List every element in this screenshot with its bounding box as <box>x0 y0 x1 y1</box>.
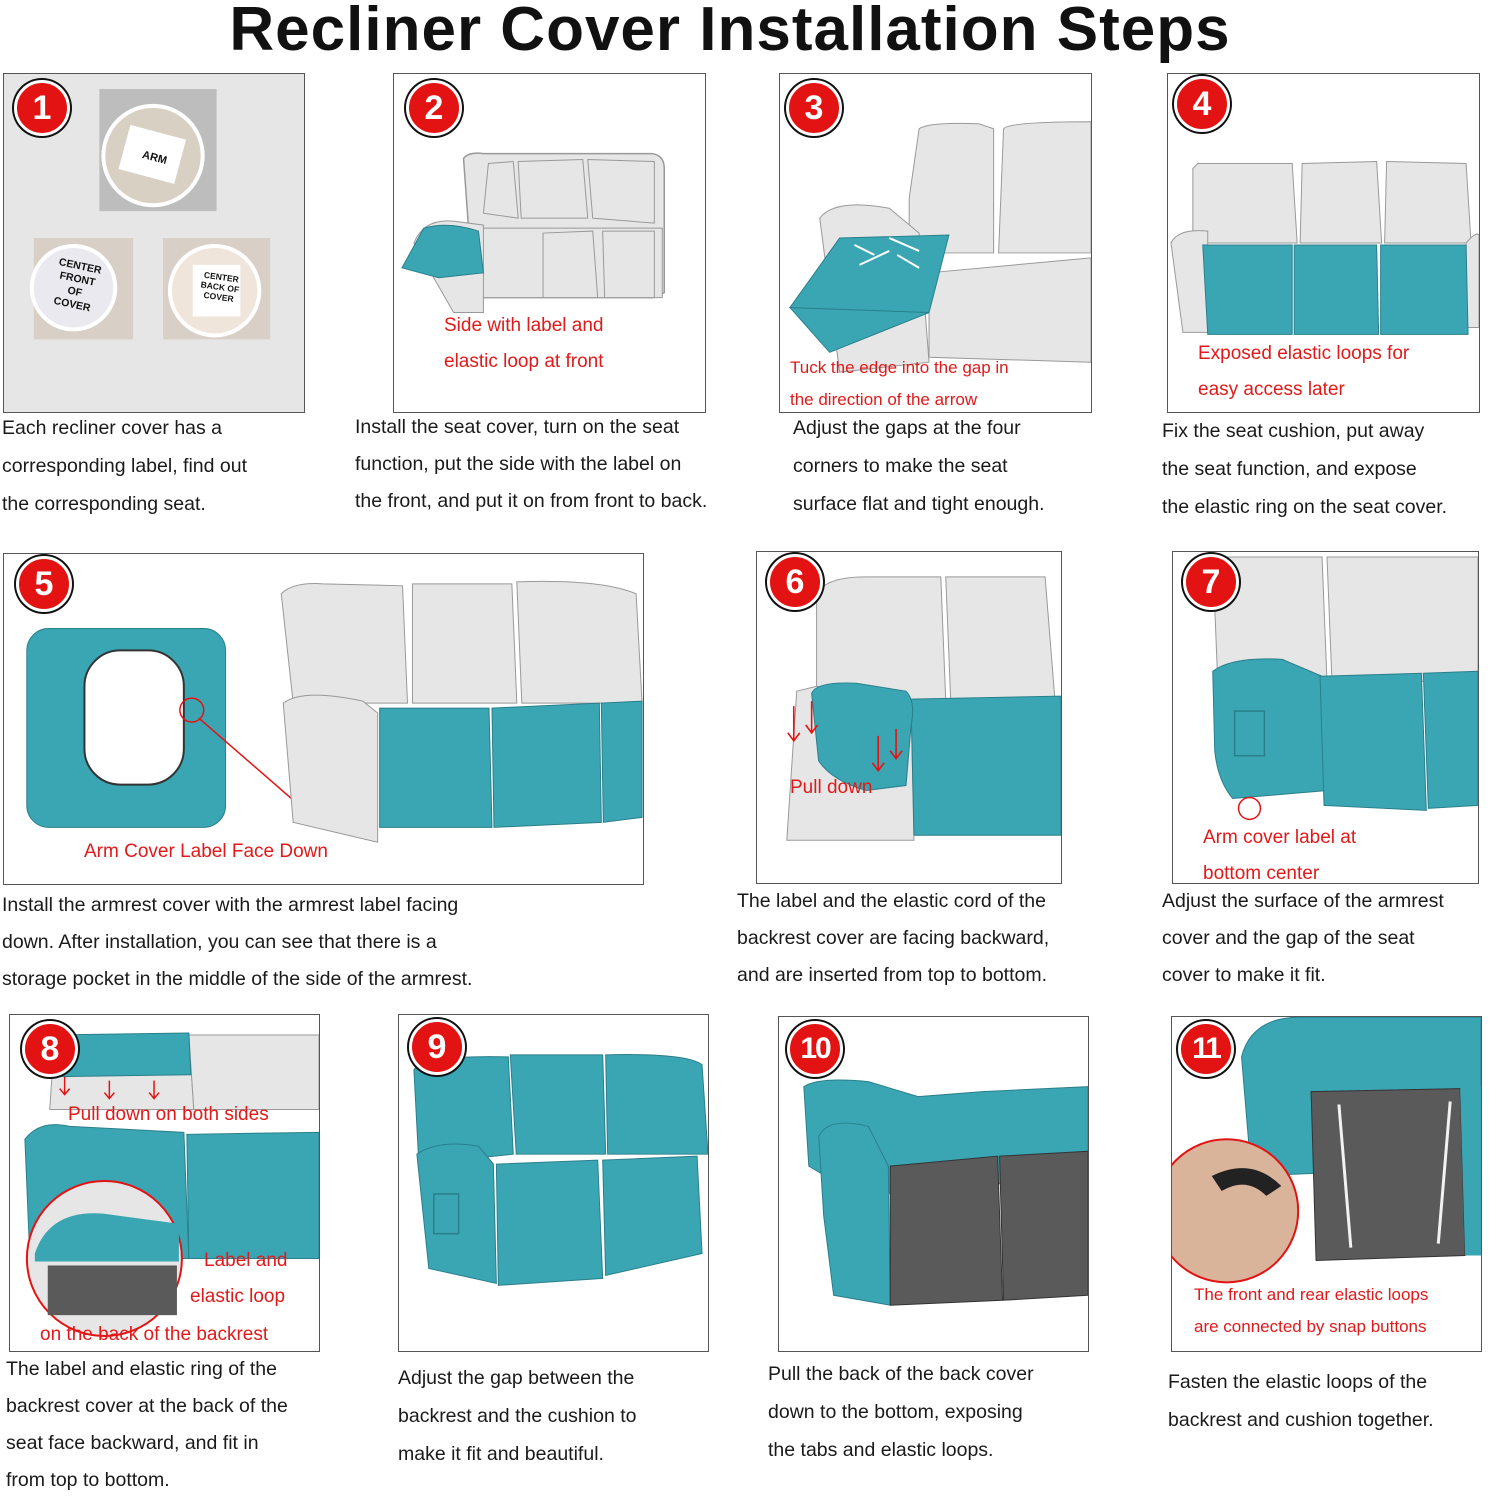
snap-button-illustration <box>1172 1017 1481 1284</box>
step-5-note: Arm Cover Label Face Down <box>84 841 328 862</box>
sofa-seat-cover-illustration <box>401 152 666 314</box>
armrest-fit-illustration <box>1212 556 1478 821</box>
page-title: Recliner Cover Installation Steps <box>229 0 1231 64</box>
step-10-panel: 10 <box>778 1016 1089 1352</box>
step-9-description: Adjust the gap between the backrest and … <box>398 1367 637 1465</box>
step-5-description: Install the armrest cover with the armre… <box>2 894 473 990</box>
back-cover-tabs-illustration <box>803 1079 1088 1306</box>
step-4-panel: 4 Exposed elastic loops for easy access … <box>1167 73 1480 413</box>
step-4-note: Exposed elastic loops for easy access la… <box>1198 343 1410 400</box>
step-11-description: Fasten the elastic loops of the backrest… <box>1168 1371 1434 1431</box>
step-8-note-backrest: on the back of the backrest <box>40 1324 269 1345</box>
step-3-note: Tuck the edge into the gap in the direct… <box>790 358 1009 409</box>
backrest-pull-illustration <box>786 576 1061 841</box>
step-5-badge: 5 <box>16 556 72 612</box>
step-2-badge: 2 <box>406 80 462 136</box>
step-3-badge: 3 <box>786 80 842 136</box>
step-3-description: Adjust the gaps at the four corners to m… <box>793 417 1045 515</box>
step-8-description: The label and elastic ring of the backre… <box>6 1358 288 1491</box>
center-front-label: CENTER FRONT OF COVER <box>52 256 103 315</box>
step-7-note: Arm cover label at bottom center <box>1203 827 1357 884</box>
step-8-panel: 8 Pull down on both sides Label and elas… <box>9 1014 320 1352</box>
step-7-badge: 7 <box>1183 554 1239 610</box>
step-8-badge: 8 <box>22 1021 78 1077</box>
step-10-badge: 10 <box>787 1021 843 1077</box>
step-7-description: Adjust the surface of the armrest cover … <box>1162 890 1444 986</box>
step-11-note: The front and rear elastic loops are con… <box>1194 1285 1429 1336</box>
step-3-panel: 3 Tuck the edge into the gap in the dire… <box>779 73 1092 413</box>
step-6-note: Pull down <box>790 777 873 798</box>
step-9-panel: 9 <box>398 1014 709 1352</box>
step-8-note-pull: Pull down on both sides <box>68 1104 269 1125</box>
center-back-label: CENTER BACK OF COVER <box>200 269 240 304</box>
step-2-note: Side with label and elastic loop at fron… <box>444 315 604 372</box>
step-7-panel: 7 Arm cover label at bottom center <box>1172 551 1479 884</box>
step-2-description: Install the seat cover, turn on the seat… <box>355 416 708 512</box>
step-11-badge: 11 <box>1178 1021 1234 1077</box>
step-4-description: Fix the seat cushion, put away the seat … <box>1162 420 1448 518</box>
step-8-note-label: Label and elastic loop <box>190 1250 288 1307</box>
step-6-panel: 6 Pull down <box>756 551 1062 884</box>
step-1-description: Each recliner cover has a corresponding … <box>2 417 247 515</box>
step-11-panel: 11 The front and rear elastic loops are … <box>1171 1016 1482 1352</box>
backrest-back-illustration <box>24 1032 319 1338</box>
full-sofa-teal-illustration <box>413 1054 708 1286</box>
step-6-badge: 6 <box>767 554 823 610</box>
step-2-panel: 2 Side with label and elastic loop at fr… <box>393 73 706 413</box>
step-4-badge: 4 <box>1174 76 1230 132</box>
seat-cushions-illustration <box>1170 161 1479 335</box>
armrest-cover-illustration <box>26 580 643 843</box>
tuck-seat-illustration <box>788 121 1091 373</box>
label-photos <box>29 89 271 340</box>
step-1-badge: 1 <box>14 80 70 136</box>
step-1-panel: ARM CENTER FRONT OF COVER CENTER BACK OF… <box>3 73 305 413</box>
step-6-description: The label and the elastic cord of the ba… <box>737 890 1050 986</box>
step-5-panel: 5 Arm Cover Label Face Down <box>3 553 644 885</box>
step-9-badge: 9 <box>409 1019 465 1075</box>
step-10-description: Pull the back of the back cover down to … <box>768 1363 1034 1461</box>
